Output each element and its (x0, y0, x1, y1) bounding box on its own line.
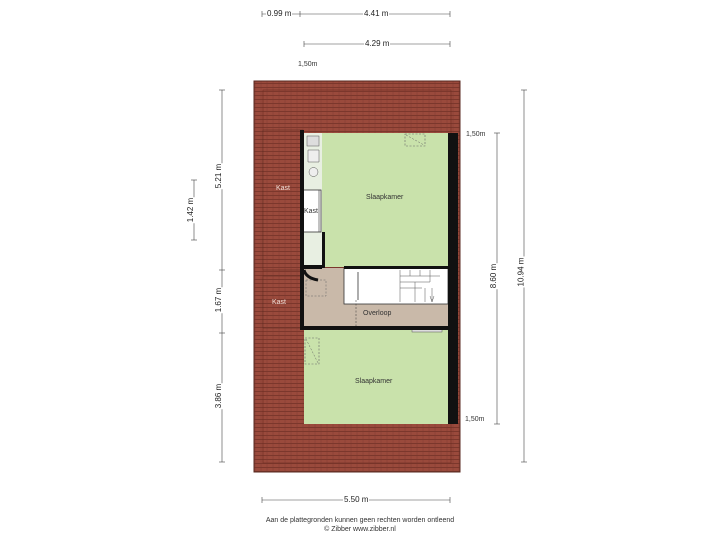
dim-left-lower-3: 3.86 m (214, 382, 224, 410)
dim-left-upper: 1.42 m (186, 196, 196, 224)
room-label-slaapkamer-top: Slaapkamer (366, 194, 404, 201)
dim-right-outer: 10.94 m (516, 256, 526, 288)
room-label-overloop: Overloop (363, 310, 392, 317)
wall-curve (302, 269, 319, 282)
boiler-fixture (308, 167, 319, 177)
bedroom-bottom-floor (304, 330, 448, 424)
dim-bottom: 5.50 m (343, 495, 370, 504)
copyright-text: © Zibber www.zibber.nl (324, 526, 396, 533)
skylight-bottom (304, 337, 320, 365)
skylight-top (404, 133, 426, 147)
label-right-inner-bottom: 1,50m (465, 416, 485, 423)
hatch-dashed (305, 279, 327, 297)
room-label-slaapkamer-bottom: Slaapkamer (355, 378, 393, 385)
stair-opening (343, 267, 449, 305)
stairs (399, 270, 440, 303)
room-label-kast-left: Kast (276, 185, 291, 192)
kast-left-area (262, 129, 304, 271)
dim-top-right: 4.41 m (363, 9, 390, 18)
dim-left-lower-1: 5.21 m (214, 162, 224, 190)
dim-right-middle: 8.60 m (489, 262, 499, 290)
label-roof-edge-top: 1,50m (298, 61, 318, 68)
bedroom-top-floor (322, 133, 448, 267)
walls (300, 130, 458, 424)
room-label-kast-inner: Kast (304, 208, 319, 215)
sink-fixture (307, 149, 320, 163)
dim-second-row: 4.29 m (364, 39, 391, 48)
label-right-inner-top: 1,50m (466, 131, 486, 138)
washer-fixture (306, 135, 320, 147)
dim-top-left: 0.99 m (266, 9, 293, 18)
kast-lower-area (262, 275, 304, 329)
dim-left-lower-2: 1.67 m (214, 286, 224, 314)
disclaimer-text: Aan de plattegronden kunnen geen rechten… (265, 517, 455, 524)
room-label-kast-lower: Kast (272, 299, 287, 306)
